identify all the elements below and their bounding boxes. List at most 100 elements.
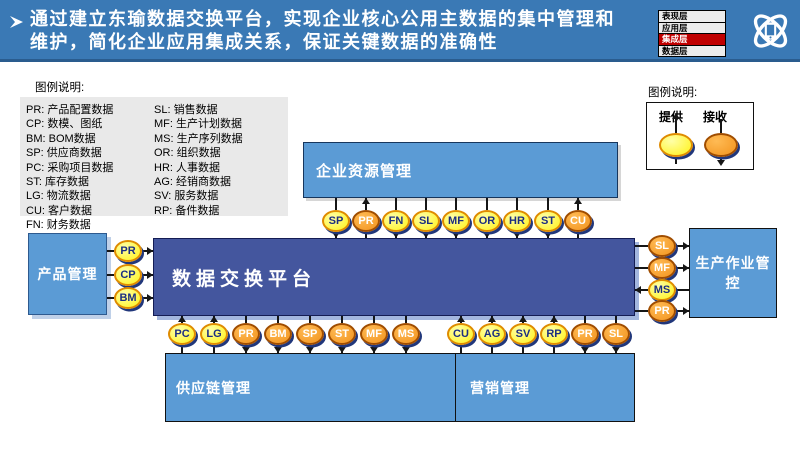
data-oval-sp: SP (296, 323, 324, 345)
arrowhead (362, 198, 370, 204)
legend-entry: MF: 生产计划数据 (154, 118, 242, 131)
connector (720, 157, 722, 161)
data-oval-st: ST (534, 210, 562, 232)
connector (373, 316, 375, 323)
legend-entry: MS: 生产序列数据 (154, 132, 243, 145)
arrowhead (332, 231, 340, 238)
connector (107, 274, 114, 276)
erp-box: 企业资源管理 (303, 142, 618, 198)
legend-entry: PC: 采购项目数据 (26, 161, 114, 174)
production-control-box: 生产作业管控 (689, 228, 777, 318)
product-management-box: 产品管理 (28, 233, 107, 315)
connector (635, 267, 648, 269)
provide-oval-icon (659, 133, 693, 157)
arrowhead (370, 346, 378, 353)
connector (553, 345, 555, 353)
arrowhead (146, 271, 153, 279)
receive-oval-icon (704, 133, 738, 157)
connector (547, 198, 549, 210)
data-oval-cp: CP (114, 264, 142, 286)
legend-entry: RP: 备件数据 (154, 204, 220, 217)
arrowhead (544, 231, 552, 238)
arrowhead (519, 316, 527, 322)
data-oval-pr: PR (648, 300, 676, 322)
data-oval-sp: SP (322, 210, 350, 232)
data-oval-ms: MS (392, 323, 420, 345)
connector (577, 232, 579, 238)
data-oval-pr: PR (114, 240, 142, 262)
atom-orbits-device-logo-icon (753, 14, 788, 48)
connector (635, 289, 648, 291)
data-oval-hr: HR (503, 210, 531, 232)
data-oval-sl: SL (602, 323, 630, 345)
flow-legend: 提供 接收 (646, 102, 754, 170)
data-oval-mf: MF (442, 210, 470, 232)
connector (405, 316, 407, 323)
legend-entry: OR: 组织数据 (154, 147, 221, 160)
connector (635, 310, 648, 312)
arrowhead (274, 346, 282, 353)
header-bar: 通过建立东瑜数据交换平台，实现企业核心公用主数据的集中管理和 维护，简化企业应用… (0, 0, 800, 62)
data-oval-ag: AG (478, 323, 506, 345)
connector (675, 119, 677, 133)
arrowhead (178, 316, 186, 322)
connector (181, 345, 183, 353)
arrowhead (210, 316, 218, 322)
data-exchange-platform-box: 数据交换平台 (153, 238, 635, 316)
data-oval-pr: PR (352, 210, 380, 232)
connector (341, 316, 343, 323)
arrowhead (338, 346, 346, 353)
connector (365, 232, 367, 238)
data-oval-pr: PR (571, 323, 599, 345)
connector (277, 316, 279, 323)
arrowhead (242, 346, 250, 353)
arrowhead (612, 346, 620, 353)
arrowhead (682, 264, 689, 272)
arrowhead (488, 316, 496, 322)
data-oval-cu: CU (447, 323, 475, 345)
data-oval-bm: BM (114, 287, 142, 309)
slide-title-line1: 通过建立东瑜数据交换平台，实现企业核心公用主数据的集中管理和 (30, 9, 615, 29)
data-oval-lg: LG (200, 323, 228, 345)
connector (107, 297, 114, 299)
arrowhead (452, 231, 460, 238)
connector (245, 316, 247, 323)
arrowhead (457, 316, 465, 322)
data-oval-pr: PR (232, 323, 260, 345)
data-oval-fn: FN (382, 210, 410, 232)
connector (635, 245, 648, 247)
legend-entry: LG: 物流数据 (26, 190, 91, 203)
arrowhead (574, 198, 582, 204)
data-oval-bm: BM (264, 323, 292, 345)
flow-legend-title: 图例说明: (648, 87, 698, 99)
data-oval-pc: PC (168, 323, 196, 345)
data-oval-cu: CU (564, 210, 592, 232)
arrowhead (402, 346, 410, 353)
arrowhead (392, 231, 400, 238)
connector (365, 198, 367, 210)
arrowhead (513, 231, 521, 238)
arrowhead (550, 316, 558, 322)
legend-entry: AG: 经销商数据 (154, 176, 232, 189)
connector (720, 119, 722, 133)
legend-entry: CU: 客户数据 (26, 204, 92, 217)
arrowhead (682, 307, 689, 315)
legend-entry: ST: 库存数据 (26, 176, 89, 189)
arrowhead (635, 286, 641, 294)
legend-entry: HR: 人事数据 (154, 161, 220, 174)
layer-row: 数据层 (658, 44, 726, 57)
connector (460, 345, 462, 353)
connector (675, 157, 677, 164)
legend-entry: FN: 财务数据 (26, 219, 91, 232)
data-oval-mf: MF (360, 323, 388, 345)
data-oval-sv: SV (509, 323, 537, 345)
connector (522, 345, 524, 353)
connector (486, 198, 488, 210)
arrowhead (672, 113, 680, 119)
data-oval-rp: RP (540, 323, 568, 345)
legend-entry: BM: BOM数据 (26, 132, 96, 145)
slide-title: 通过建立东瑜数据交换平台，实现企业核心公用主数据的集中管理和 维护，简化企业应用… (30, 8, 615, 54)
